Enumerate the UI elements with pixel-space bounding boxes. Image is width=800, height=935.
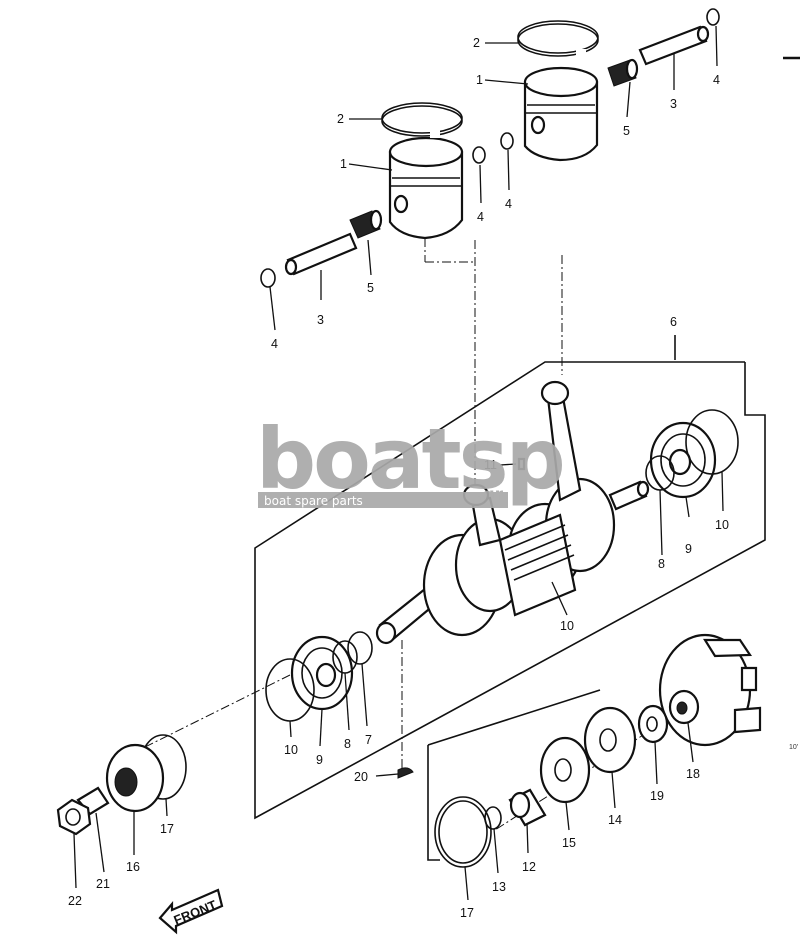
callout-22: 22 [68,894,82,908]
callout-1: 1 [340,157,347,171]
reference-code: 10' [789,744,798,751]
callout-4: 4 [505,197,512,211]
callout-20: 20 [354,770,368,784]
callout-6: 6 [670,315,677,329]
crankshaft [375,477,650,645]
callout-14: 14 [608,813,622,827]
circlip-left-b [472,146,486,164]
callout-16: 16 [126,860,140,874]
callout-4: 4 [477,210,484,224]
callout-19: 19 [650,789,664,803]
piston-pin-right [638,25,710,66]
leader-lines [73,25,724,901]
collar-12 [508,788,547,827]
front-arrow: FRONT [158,888,224,935]
needle-bearing-right [607,58,639,87]
damper-14 [583,706,637,774]
watermark-logo: boatsp boat spare parts .gr [256,410,566,508]
callout-8: 8 [658,557,665,571]
circlip-13 [484,806,502,830]
woodruff-key-20 [397,767,414,779]
callout-12: 12 [522,860,536,874]
callout-2: 2 [473,36,480,50]
circlip-right-b [500,132,514,150]
callout-4: 4 [713,73,720,87]
piston-ring-left [381,102,463,138]
piston-left [388,136,464,240]
callout-4: 4 [271,337,278,351]
drive-group-outline [427,745,440,861]
callout-3: 3 [670,97,677,111]
callout-10: 10 [560,619,574,633]
callout-13: 13 [492,880,506,894]
plate-17b [434,796,492,868]
piston-ring-right [517,20,599,59]
callout-8: 8 [344,737,351,751]
callout-5: 5 [623,124,630,138]
callout-5: 5 [367,281,374,295]
callout-3: 3 [317,313,324,327]
oil-seal-ring-right [685,409,739,475]
watermark-tagline: boat spare parts [264,494,363,508]
callout-10: 10 [284,743,298,757]
callout-7: 7 [365,733,372,747]
callout-2: 2 [337,112,344,126]
coupling-16 [105,743,165,813]
callout-9: 9 [685,542,692,556]
circlip-right-a [706,8,720,26]
callout-17: 17 [160,822,174,836]
callout-17: 17 [460,906,474,920]
callout-18: 18 [686,767,700,781]
needle-bearing-left [349,209,383,239]
assembly-outline-6 [254,361,766,820]
damper-15 [539,736,591,804]
piston-right [523,66,599,162]
callout-21: 21 [96,877,110,891]
watermark-logo-text: boatsp [256,410,563,508]
callout-11: 11 [484,458,497,472]
washer-19 [637,704,669,744]
watermark-tld: .gr [476,485,504,505]
piston-pin-left [284,232,358,276]
callout-9: 9 [316,753,323,767]
key-11 [517,457,526,471]
callout-labels: 1 1 2 2 3 3 4 4 4 4 5 5 6 7 8 8 9 9 10 1… [68,36,729,920]
callout-10: 10 [715,518,729,532]
bearing-ring-left-b [347,631,373,665]
ball-bearing-right [649,421,717,499]
nut-22 [56,798,92,836]
connecting-rod-right [540,380,582,502]
callout-1: 1 [476,73,483,87]
circlip-left-a [260,268,276,288]
callout-15: 15 [562,836,576,850]
drive-hub-18 [658,633,762,747]
